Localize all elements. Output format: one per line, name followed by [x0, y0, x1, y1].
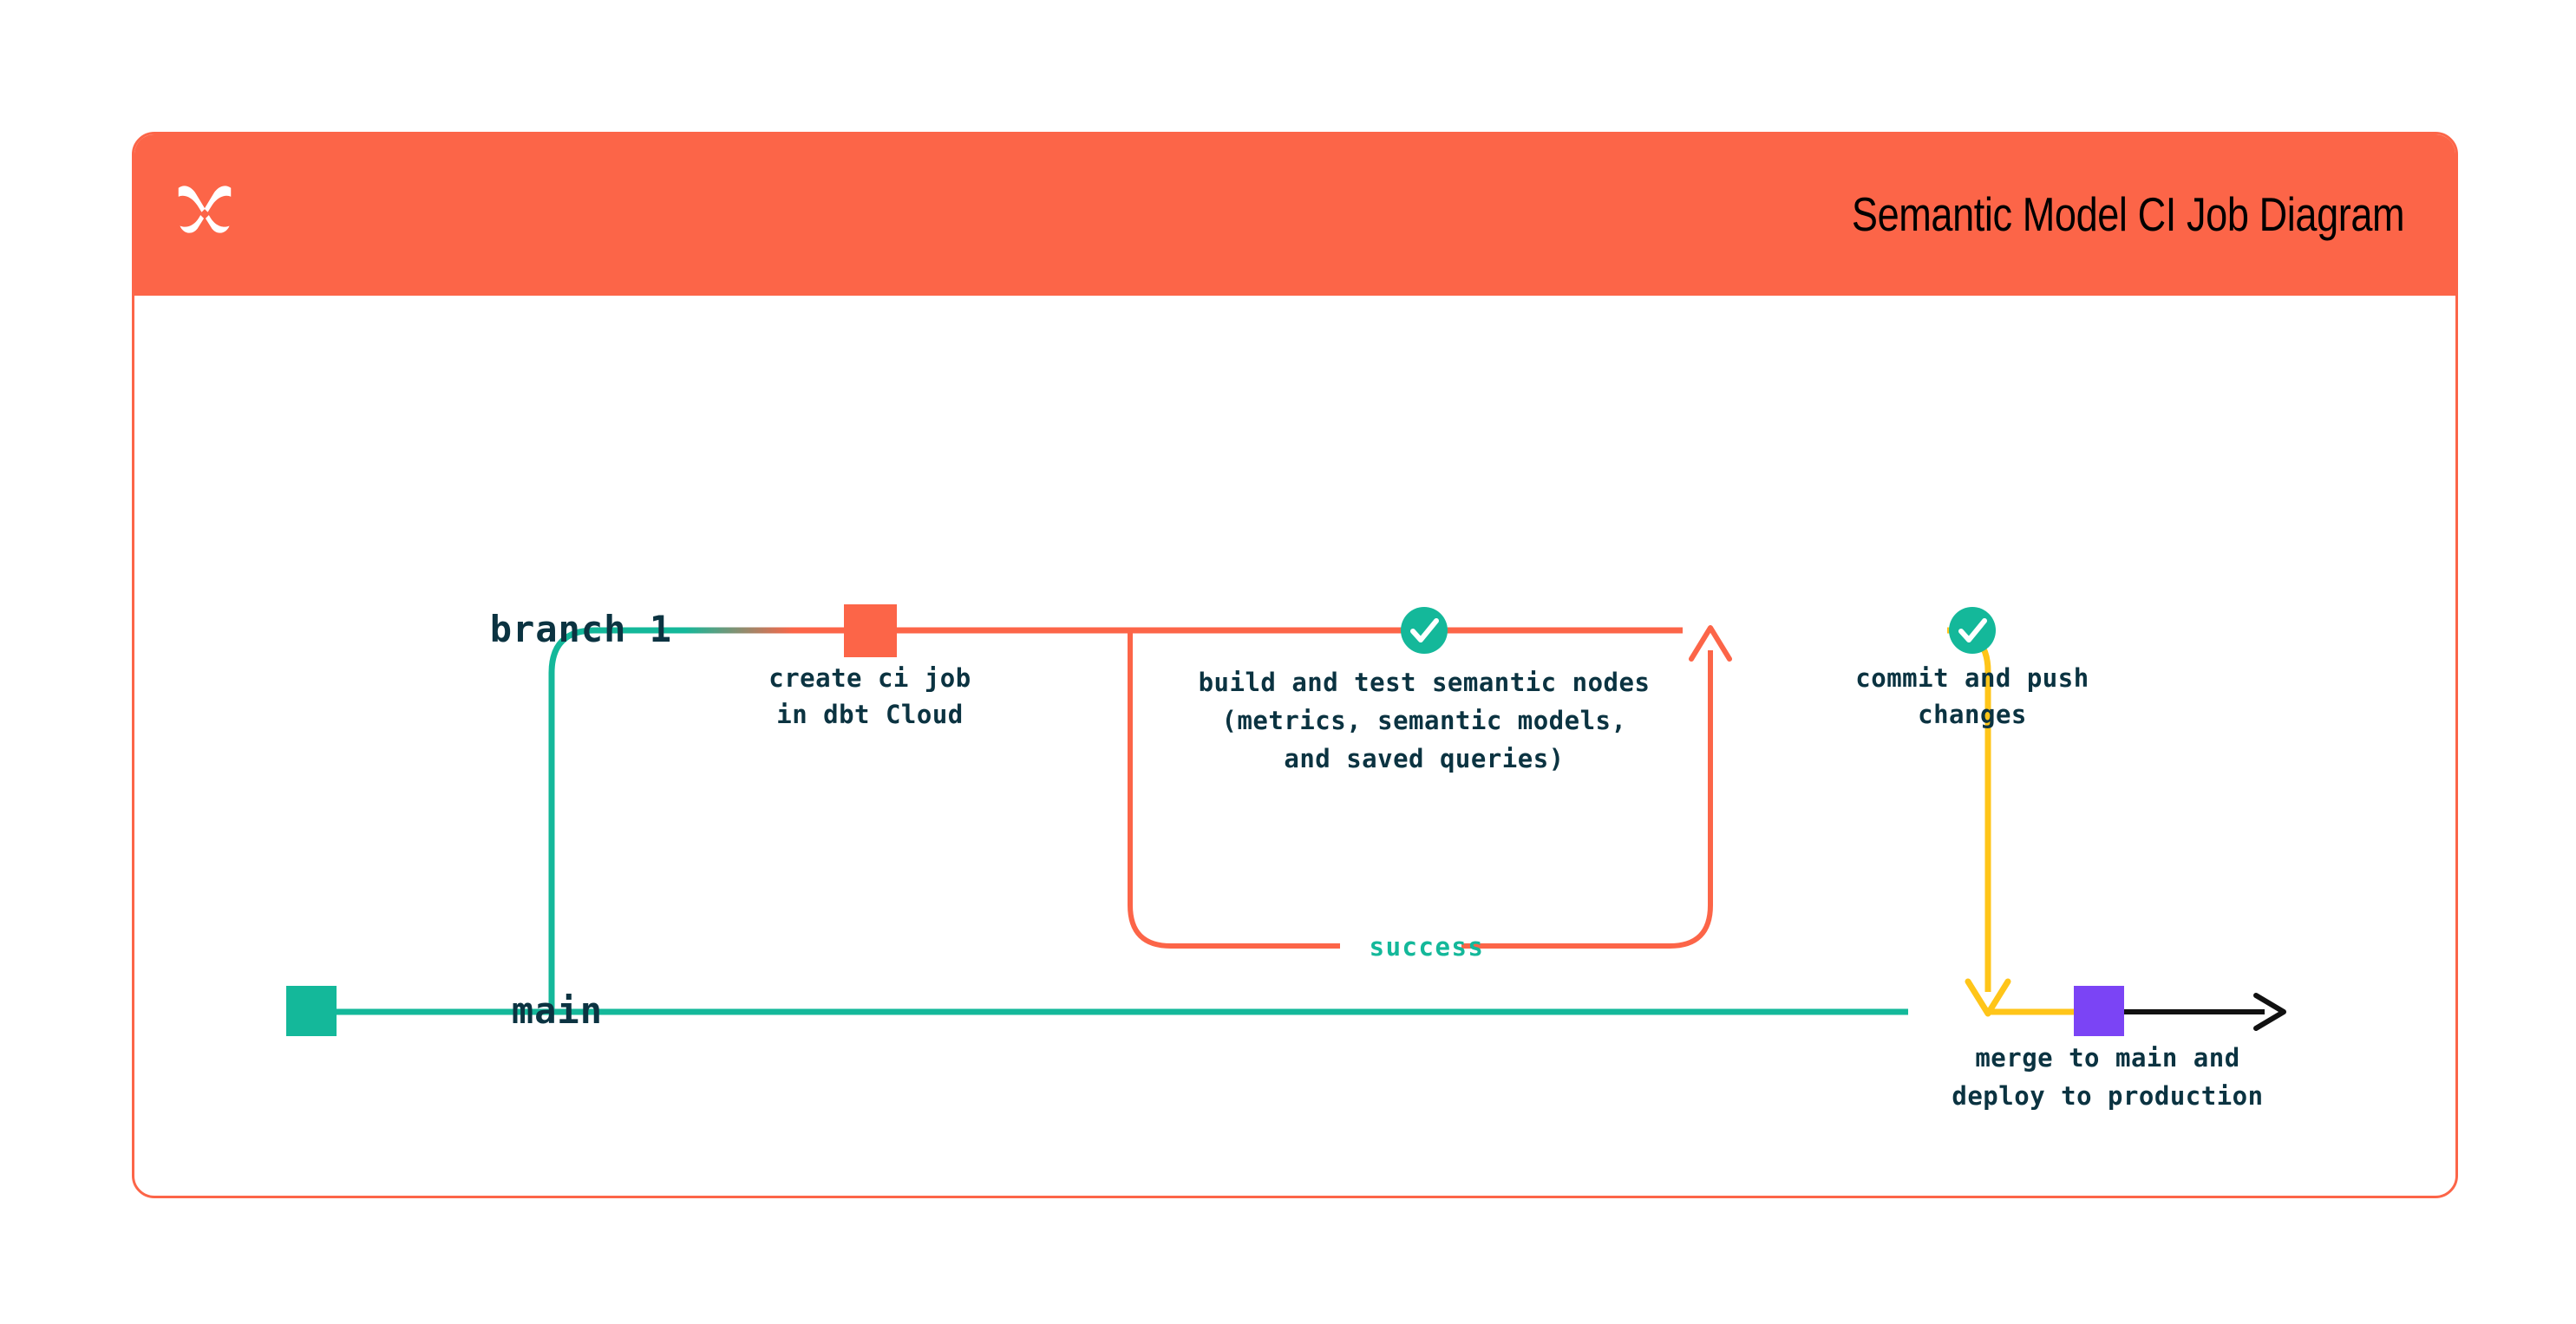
node-marker-main-start[interactable] — [286, 986, 337, 1036]
flow-diagram: branch 1 main create ci job in dbt Cloud… — [134, 298, 2455, 1196]
node-label-build-and-test-line1: build and test semantic nodes — [1198, 668, 1651, 697]
node-marker-merge-to-main[interactable] — [2074, 986, 2124, 1036]
check-icon — [1958, 618, 1987, 642]
node-marker-commit-and-push[interactable] — [1949, 607, 1996, 654]
node-label-merge-to-main-line2: deploy to production — [1952, 1081, 2264, 1111]
node-label-create-ci-job-line1: create ci job — [768, 663, 971, 693]
node-label-commit-and-push-line2: changes — [1918, 700, 2027, 729]
branch-out-curve — [548, 627, 794, 1012]
edge-label-success: success — [1369, 932, 1485, 962]
node-label-build-and-test-line3: and saved queries) — [1284, 744, 1565, 773]
lane-label-main: main — [511, 989, 603, 1032]
lane-label-branch-1: branch 1 — [489, 608, 672, 650]
node-marker-create-ci-job[interactable] — [844, 604, 897, 657]
main-continues-arrow — [2121, 993, 2286, 1031]
flow-diagram-svg — [286, 604, 2286, 1036]
node-marker-build-and-test[interactable] — [1401, 607, 1448, 654]
check-icon — [1410, 618, 1439, 642]
diagram-card: Semantic Model CI Job Diagram — [132, 132, 2458, 1198]
node-label-merge-to-main-line1: merge to main and — [1975, 1043, 2240, 1073]
diagram-header: Semantic Model CI Job Diagram — [134, 134, 2455, 296]
dbt-x-logo-icon — [178, 185, 232, 233]
page-title: Semantic Model CI Job Diagram — [1851, 186, 2405, 241]
node-label-commit-and-push-line1: commit and push — [1855, 663, 2089, 693]
node-label-build-and-test-line2: (metrics, semantic models, — [1221, 706, 1627, 735]
node-label-create-ci-job-line2: in dbt Cloud — [776, 700, 964, 729]
success-retry-loop — [1128, 625, 1732, 949]
